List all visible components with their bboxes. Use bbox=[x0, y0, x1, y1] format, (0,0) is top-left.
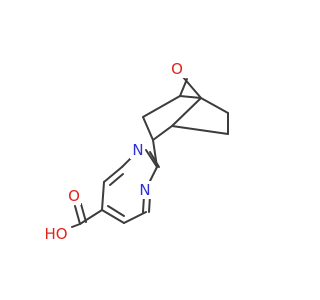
bond bbox=[142, 95, 181, 118]
atom-hydroxyl: HO bbox=[44, 225, 67, 243]
structure-canvas: N N O O HO bbox=[42, 60, 229, 243]
bond bbox=[171, 125, 229, 135]
bond bbox=[71, 223, 81, 228]
atom-o-bridge: O bbox=[171, 60, 183, 78]
bond bbox=[182, 76, 202, 99]
bond bbox=[79, 209, 103, 225]
bond bbox=[200, 97, 229, 114]
bond bbox=[123, 211, 147, 224]
atom-n-bottom: N bbox=[139, 181, 150, 199]
bond bbox=[101, 181, 105, 211]
bond bbox=[179, 95, 202, 99]
bond bbox=[101, 209, 125, 224]
atom-n-top: N bbox=[132, 141, 143, 159]
bond bbox=[80, 203, 87, 223]
bond bbox=[152, 139, 158, 168]
bond bbox=[103, 166, 123, 183]
bond bbox=[145, 149, 158, 168]
bond bbox=[74, 205, 81, 225]
atom-o-carbonyl: O bbox=[68, 187, 80, 205]
bonds bbox=[71, 76, 229, 228]
bond bbox=[152, 125, 173, 141]
molecule-drawing: N N O O HO bbox=[42, 60, 229, 243]
bond bbox=[107, 205, 125, 217]
bond bbox=[142, 116, 154, 141]
bond bbox=[171, 97, 202, 127]
bond bbox=[109, 173, 124, 186]
atom-labels: N N O O HO bbox=[42, 60, 185, 243]
